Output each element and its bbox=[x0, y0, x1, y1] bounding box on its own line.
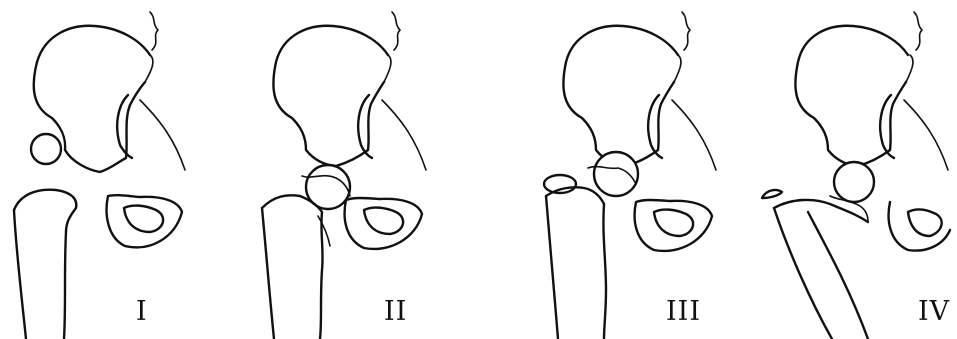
femur-shaft-left bbox=[14, 210, 26, 339]
panel-3: III bbox=[528, 0, 758, 339]
femur-shaft-right bbox=[64, 232, 66, 339]
hip-drawing-2 bbox=[240, 0, 470, 339]
femur-shaft-right bbox=[603, 204, 606, 339]
panel-label: III bbox=[666, 296, 701, 327]
iliac-notch bbox=[145, 55, 153, 82]
femur-shaft-left bbox=[546, 196, 558, 339]
femoral-head-fragment bbox=[31, 134, 61, 164]
panel-label: I bbox=[136, 296, 148, 327]
hip-drawing-1 bbox=[0, 0, 230, 339]
obturator-foramen bbox=[654, 210, 693, 236]
sacral-edge bbox=[150, 12, 158, 50]
iliac-notch bbox=[384, 55, 391, 82]
obturator-foramen bbox=[364, 208, 403, 234]
obturator-foramen bbox=[124, 206, 163, 232]
panel-4: IV bbox=[758, 0, 957, 339]
femur-shaft-right bbox=[320, 212, 323, 339]
sacral-edge bbox=[682, 12, 690, 50]
trochanter-line bbox=[318, 216, 330, 246]
femur-shaft-left bbox=[774, 208, 832, 339]
obturator-foramen bbox=[908, 210, 942, 236]
obturator-outer bbox=[107, 195, 182, 247]
iliac-notch bbox=[674, 55, 681, 82]
femoral-neck-stump bbox=[14, 190, 76, 232]
hip-drawing-3 bbox=[528, 0, 758, 339]
pelvic-brim bbox=[382, 100, 426, 170]
iliac-notch bbox=[906, 55, 913, 82]
femur-shaft-right bbox=[808, 212, 868, 339]
panel-1: I bbox=[0, 0, 230, 339]
pelvic-brim bbox=[672, 100, 716, 170]
pelvic-brim bbox=[140, 100, 185, 170]
ilium-outline bbox=[273, 26, 388, 166]
obturator-outer bbox=[635, 200, 712, 251]
pelvic-brim bbox=[904, 100, 948, 170]
panel-2: II bbox=[240, 0, 470, 339]
panel-label: IV bbox=[918, 296, 950, 327]
bone-fragment bbox=[762, 190, 782, 198]
obturator-outer bbox=[345, 198, 422, 249]
femoral-head bbox=[834, 162, 874, 202]
femur-shaft-left bbox=[262, 208, 274, 339]
panel-label: II bbox=[384, 296, 407, 327]
femoral-head bbox=[594, 152, 638, 196]
sacral-edge bbox=[914, 12, 922, 50]
ilium-outline bbox=[563, 26, 678, 166]
hip-drawing-4 bbox=[758, 0, 957, 339]
sacral-edge bbox=[392, 12, 400, 50]
